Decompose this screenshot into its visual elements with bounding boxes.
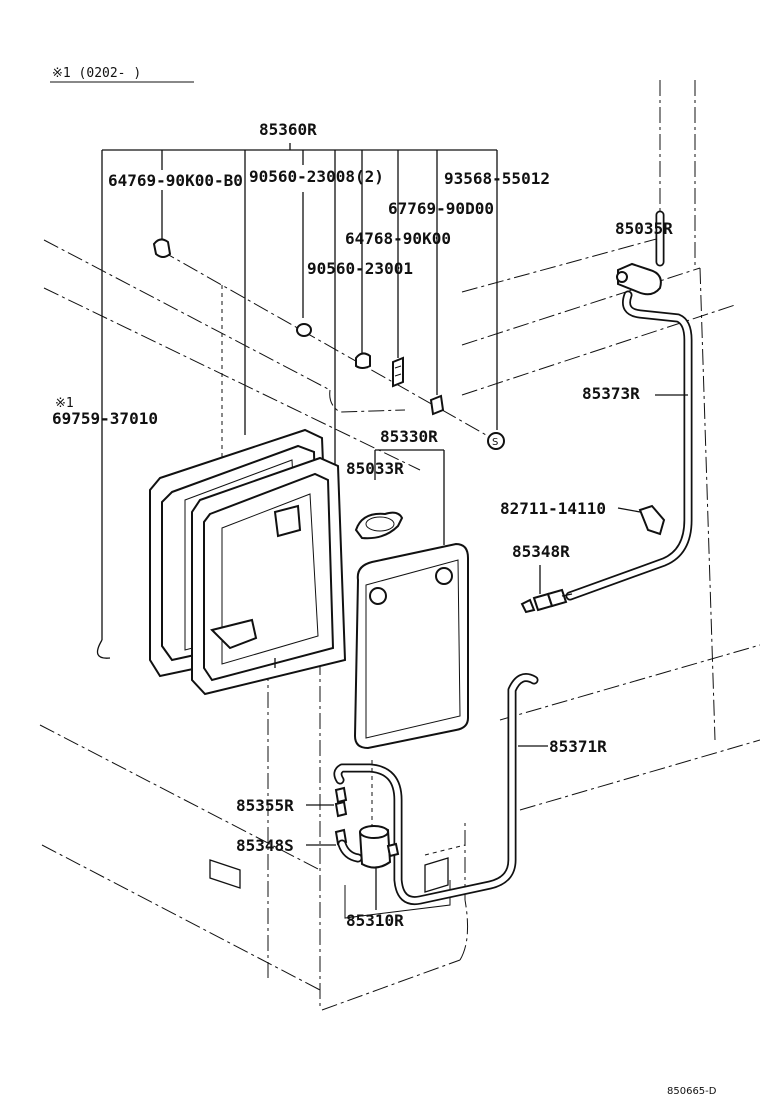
header-note: ※1 (0202- ) [50, 66, 194, 83]
screw-marker-icon: S [487, 432, 505, 450]
clip-64769-icon [152, 238, 172, 258]
hose-85371R [333, 673, 548, 906]
label-93568-55012: 93568-55012 [444, 169, 550, 188]
label-85371R: 85371R [549, 737, 607, 756]
label-85310R: 85310R [346, 911, 404, 930]
label-90560-23008: 90560-23008(2) [249, 167, 384, 186]
label-85035R: 85035R [615, 219, 673, 238]
joint-85348S-icon [306, 828, 363, 863]
body-panel-marks [209, 857, 451, 919]
label-85033R: 85033R [346, 459, 404, 478]
label-85360R: 85360R [259, 120, 317, 139]
hose-85373R [565, 290, 693, 601]
label-85348S: 85348S [236, 836, 294, 855]
washer-tank-85330R [353, 542, 469, 750]
connector-85355R-icon [306, 786, 348, 818]
label-64768-90K00: 64768-90K00 [345, 229, 451, 248]
label-85373R: 85373R [582, 384, 640, 403]
clamp-82711-icon [617, 504, 666, 536]
assembly-85360R-bracket [96, 143, 498, 659]
tank-85330R-bracket [374, 449, 445, 545]
label-note-mark: ※1 [55, 396, 74, 411]
pump-85310R [358, 760, 400, 910]
grommet-90560-23008-icon [296, 323, 312, 337]
label-82711-14110: 82711-14110 [500, 499, 606, 518]
hinge-67769-icon [392, 356, 404, 388]
cap-64768-icon [355, 352, 371, 369]
part-labels: 85360R 64769-90K00-B0 90560-23008(2) 935… [52, 120, 673, 930]
label-90560-23001: 90560-23001 [307, 259, 413, 278]
label-85355R: 85355R [236, 796, 294, 815]
clip-93568-icon [429, 394, 445, 416]
label-67769-90D00: 67769-90D00 [388, 199, 494, 218]
label-64769-90K00-B0: 64769-90K00-B0 [108, 171, 243, 190]
screw-symbol: S [492, 437, 498, 448]
nozzle-85035R-icon [616, 210, 665, 296]
label-85348R: 85348R [512, 542, 570, 561]
lid-frame-inner [191, 456, 347, 696]
label-85330R: 85330R [380, 427, 438, 446]
label-69759-37010: 69759-37010 [52, 409, 158, 428]
tank-cap-85033R-icon [354, 511, 404, 540]
joint-85348R-icon [520, 565, 573, 614]
header-note-label: ※1 (0202- ) [52, 66, 141, 81]
diagram-code: 850665-D [667, 1086, 717, 1097]
